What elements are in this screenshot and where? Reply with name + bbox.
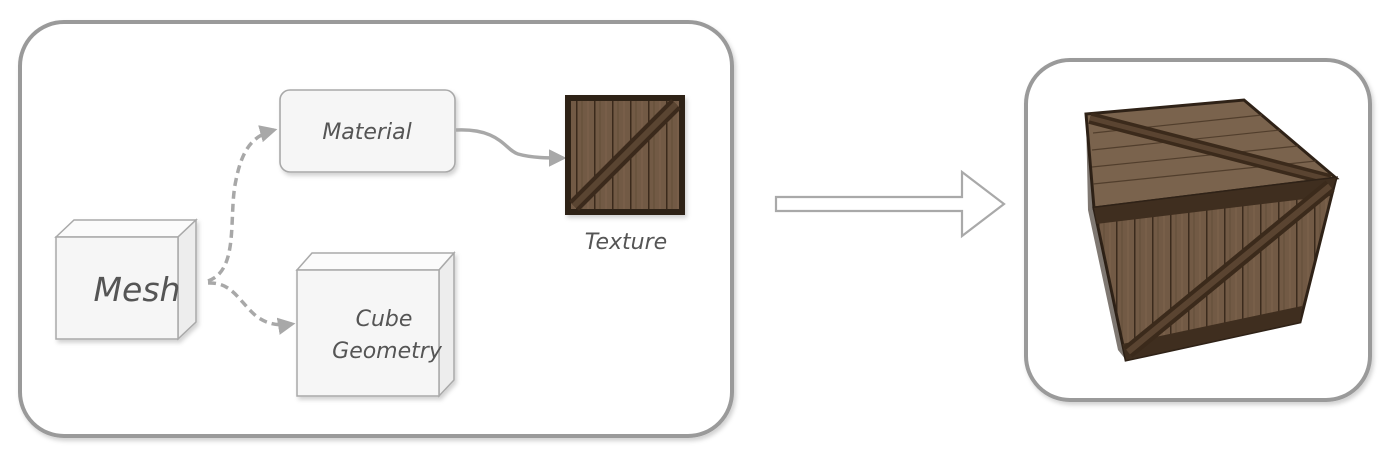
texture-label: Texture xyxy=(585,230,667,255)
result-arrow xyxy=(774,169,1006,239)
mesh-label: Mesh xyxy=(94,270,181,309)
left-panel-frame xyxy=(18,20,734,438)
rendered-crate xyxy=(1084,98,1340,362)
cube-geometry-node xyxy=(295,251,456,398)
material-to-texture-connector xyxy=(455,128,567,167)
texture-image xyxy=(565,95,685,215)
mesh-to-geometry-connector xyxy=(207,281,296,335)
cube-geometry-label-line2: Geometry xyxy=(332,339,443,364)
material-node xyxy=(279,89,456,173)
mesh-node xyxy=(54,218,198,341)
material-label: Material xyxy=(322,120,411,145)
mesh-to-material-connector xyxy=(207,125,278,283)
cube-geometry-label-line1: Cube xyxy=(356,307,413,332)
